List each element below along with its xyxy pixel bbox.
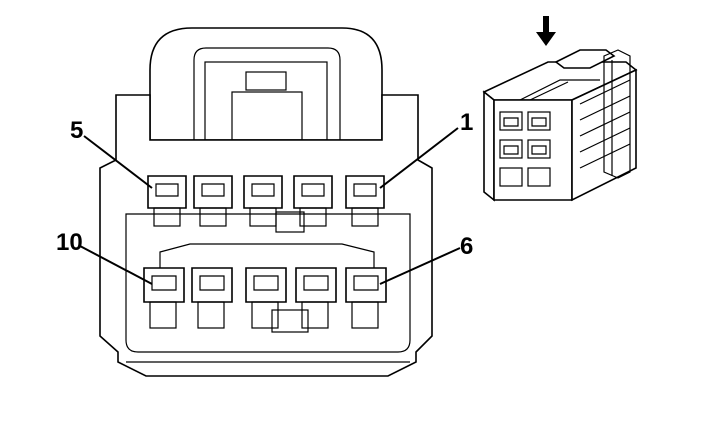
leader-line-bottom-right: [379, 247, 461, 285]
terminal-cavity: [143, 267, 185, 329]
inset-cavities: [499, 111, 551, 187]
terminal-cavity: [295, 267, 337, 329]
pin-label-top-right: 1: [460, 109, 473, 136]
terminal-cavity: [147, 175, 187, 227]
inset-body-face: [493, 99, 573, 201]
inset-latch: [554, 49, 616, 69]
housing-outline: [99, 94, 433, 377]
terminal-cavity: [193, 175, 233, 227]
inset-retaining-band: [603, 49, 631, 179]
leader-line-top-right: [379, 127, 459, 189]
terminal-cavity: [293, 175, 333, 227]
pin-label-bottom-right: 6: [460, 233, 473, 260]
latch-hood: [149, 27, 383, 141]
inset-side-ribs: [579, 79, 631, 169]
leader-lines: [79, 127, 461, 285]
pin-label-bottom-left: 10: [56, 229, 83, 256]
center-rib: [159, 243, 375, 268]
center-key-bottom: [271, 309, 309, 333]
terminal-cavity: [245, 267, 287, 329]
terminal-cavity: [243, 175, 283, 227]
terminal-cavity: [191, 267, 233, 329]
leader-line-bottom-left: [79, 245, 153, 285]
inset-body-front: [483, 90, 495, 202]
connector-face: [99, 27, 433, 377]
latch-inner: [193, 47, 341, 140]
leader-line-top-left: [83, 135, 153, 189]
inset-latch-ridge: [519, 79, 600, 101]
terminal-cavity: [345, 175, 385, 227]
terminal-cavity: [345, 267, 387, 329]
connector-inset-view: [482, 16, 638, 202]
top-row-terminals: [147, 175, 385, 227]
latch-slot: [245, 71, 287, 91]
bottom-row-terminals: [143, 267, 387, 329]
pin-label-top-left: 5: [70, 117, 83, 144]
arrow-down-icon: [536, 16, 556, 46]
housing-inner-frame: [125, 213, 411, 353]
